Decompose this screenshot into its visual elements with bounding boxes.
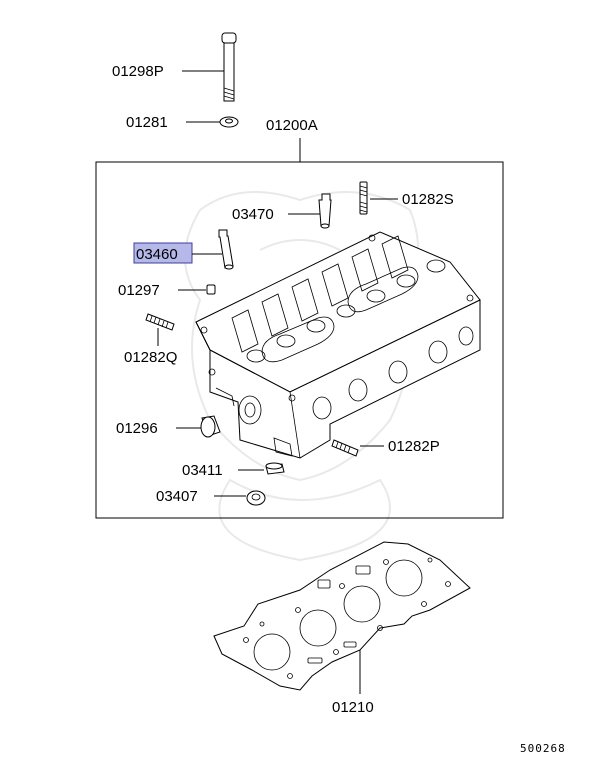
stud-01282p[interactable] [331, 439, 359, 457]
cylinder-head[interactable] [195, 231, 481, 459]
callout-01282s[interactable]: 01282S [402, 191, 454, 208]
callout-01297[interactable]: 01297 [118, 282, 160, 299]
assembly-frame [95, 161, 504, 519]
stem-seal-03411[interactable] [265, 462, 285, 475]
callout-01296[interactable]: 01296 [116, 420, 158, 437]
washer-01281[interactable] [219, 116, 239, 128]
callout-01282q[interactable]: 01282Q [124, 349, 177, 366]
stud-01282s[interactable] [359, 181, 368, 215]
valve-guide-03460[interactable] [218, 229, 234, 270]
dowel-pin-01297[interactable] [206, 284, 216, 295]
seal-03407[interactable] [246, 490, 266, 506]
bolt-01298p[interactable] [221, 32, 237, 102]
callout-01281[interactable]: 01281 [126, 114, 168, 131]
diagram-code: 500268 [520, 742, 566, 755]
callout-01200a[interactable]: 01200A [266, 117, 318, 134]
callout-03407[interactable]: 03407 [156, 488, 198, 505]
seal-plug-01296[interactable] [200, 415, 221, 438]
callout-01282p[interactable]: 01282P [388, 438, 440, 455]
callout-01298p[interactable]: 01298P [112, 63, 164, 80]
callout-01210[interactable]: 01210 [332, 699, 374, 716]
callout-03470[interactable]: 03470 [232, 206, 274, 223]
callout-03411[interactable]: 03411 [182, 462, 223, 479]
head-gasket-01210[interactable] [213, 541, 471, 691]
stud-01282q[interactable] [145, 313, 175, 331]
callout-highlight-03460 [133, 242, 193, 264]
callout-03460[interactable]: 03460 [136, 246, 178, 263]
valve-guide-03470[interactable] [318, 193, 332, 229]
